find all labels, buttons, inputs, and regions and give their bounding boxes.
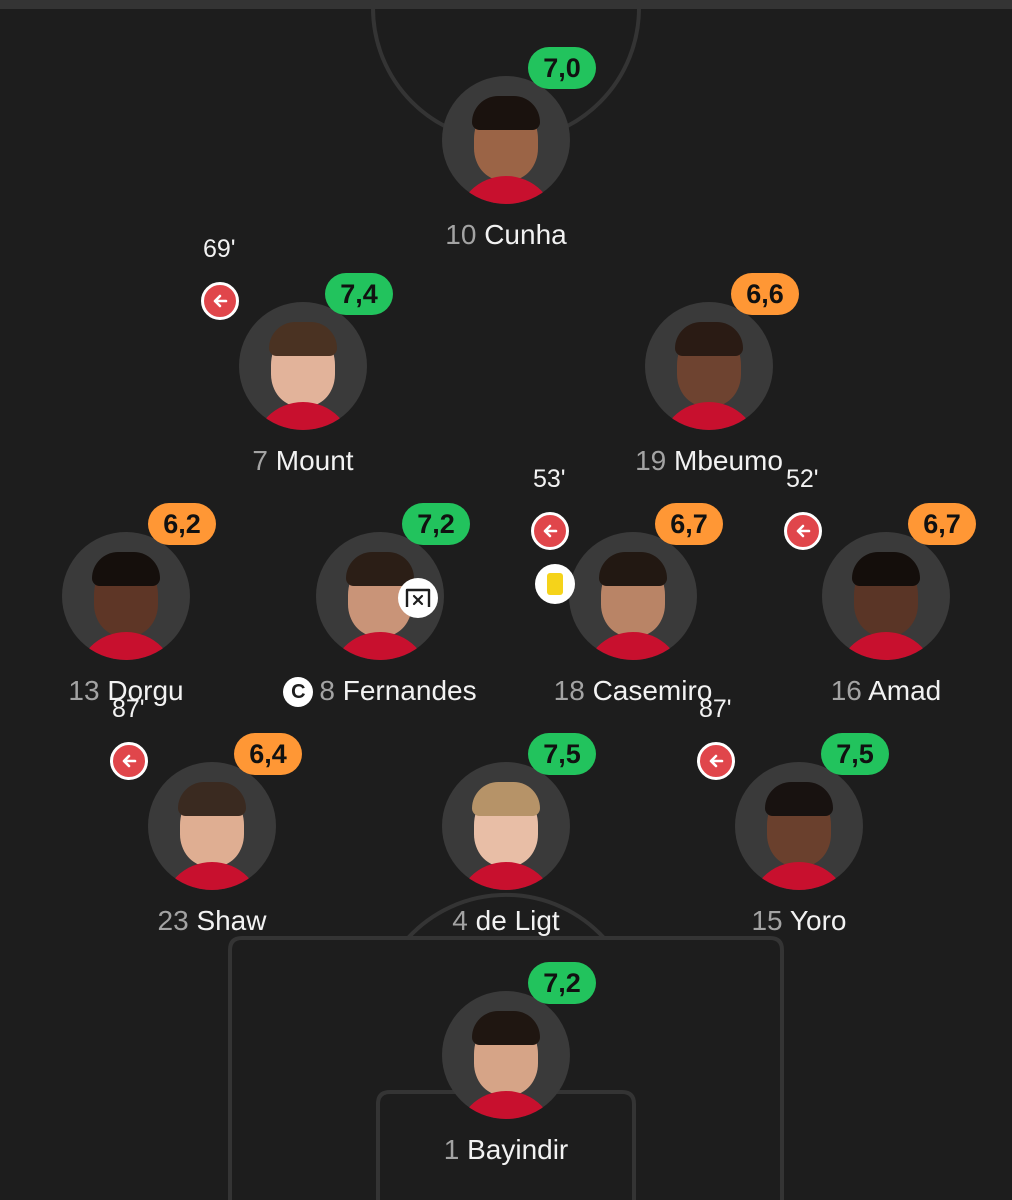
substitution-out-icon	[784, 512, 822, 550]
rating-badge: 6,4	[234, 733, 302, 775]
player-photo	[569, 532, 697, 660]
substitution-minute: 87'	[699, 695, 732, 723]
player-photo	[645, 302, 773, 430]
substitution-out-icon	[110, 742, 148, 780]
player-name: 19 Mbeumo	[635, 445, 783, 476]
captain-icon: C	[283, 677, 314, 707]
missed-chance-icon	[398, 578, 438, 618]
substitution-out-icon	[697, 742, 735, 780]
player-photo	[239, 302, 367, 430]
player-photo	[442, 76, 570, 204]
player-name: 16 Amad	[830, 675, 942, 706]
rating-badge: 7,4	[325, 273, 393, 315]
player-name: 1 Bayindir	[443, 1134, 569, 1165]
rating-badge: 7,5	[528, 733, 596, 775]
penalty-arc	[406, 893, 606, 940]
player-photo	[148, 762, 276, 890]
player-name: 10 Cunha	[445, 219, 567, 250]
rating-badge: 7,5	[821, 733, 889, 775]
player-photo	[735, 762, 863, 890]
player-photo	[442, 991, 570, 1119]
substitution-minute: 53'	[533, 465, 566, 493]
rating-badge: 7,2	[528, 962, 596, 1004]
player-name: 4 de Ligt	[452, 905, 560, 936]
player-name: 23 Shaw	[157, 905, 267, 936]
substitution-minute: 52'	[786, 465, 819, 493]
player-photo	[62, 532, 190, 660]
rating-badge: 6,6	[731, 273, 799, 315]
rating-badge: 6,7	[908, 503, 976, 545]
player-name: 15 Yoro	[751, 905, 847, 936]
substitution-minute: 87'	[112, 695, 145, 723]
substitution-out-icon	[531, 512, 569, 550]
yellow-card-icon	[535, 564, 575, 604]
player-name: 7 Mount	[252, 445, 354, 476]
rating-badge: 7,2	[402, 503, 470, 545]
substitution-minute: 69'	[203, 235, 236, 263]
player-name: 13 Dorgu	[68, 675, 184, 706]
player-name: 18 Casemiro	[553, 675, 713, 706]
rating-badge: 6,7	[655, 503, 723, 545]
player-photo	[442, 762, 570, 890]
penalty-box	[228, 936, 784, 1200]
rating-badge: 6,2	[148, 503, 216, 545]
rating-badge: 7,0	[528, 47, 596, 89]
player-photo	[822, 532, 950, 660]
pitch-top-edge	[0, 0, 1012, 9]
substitution-out-icon	[201, 282, 239, 320]
